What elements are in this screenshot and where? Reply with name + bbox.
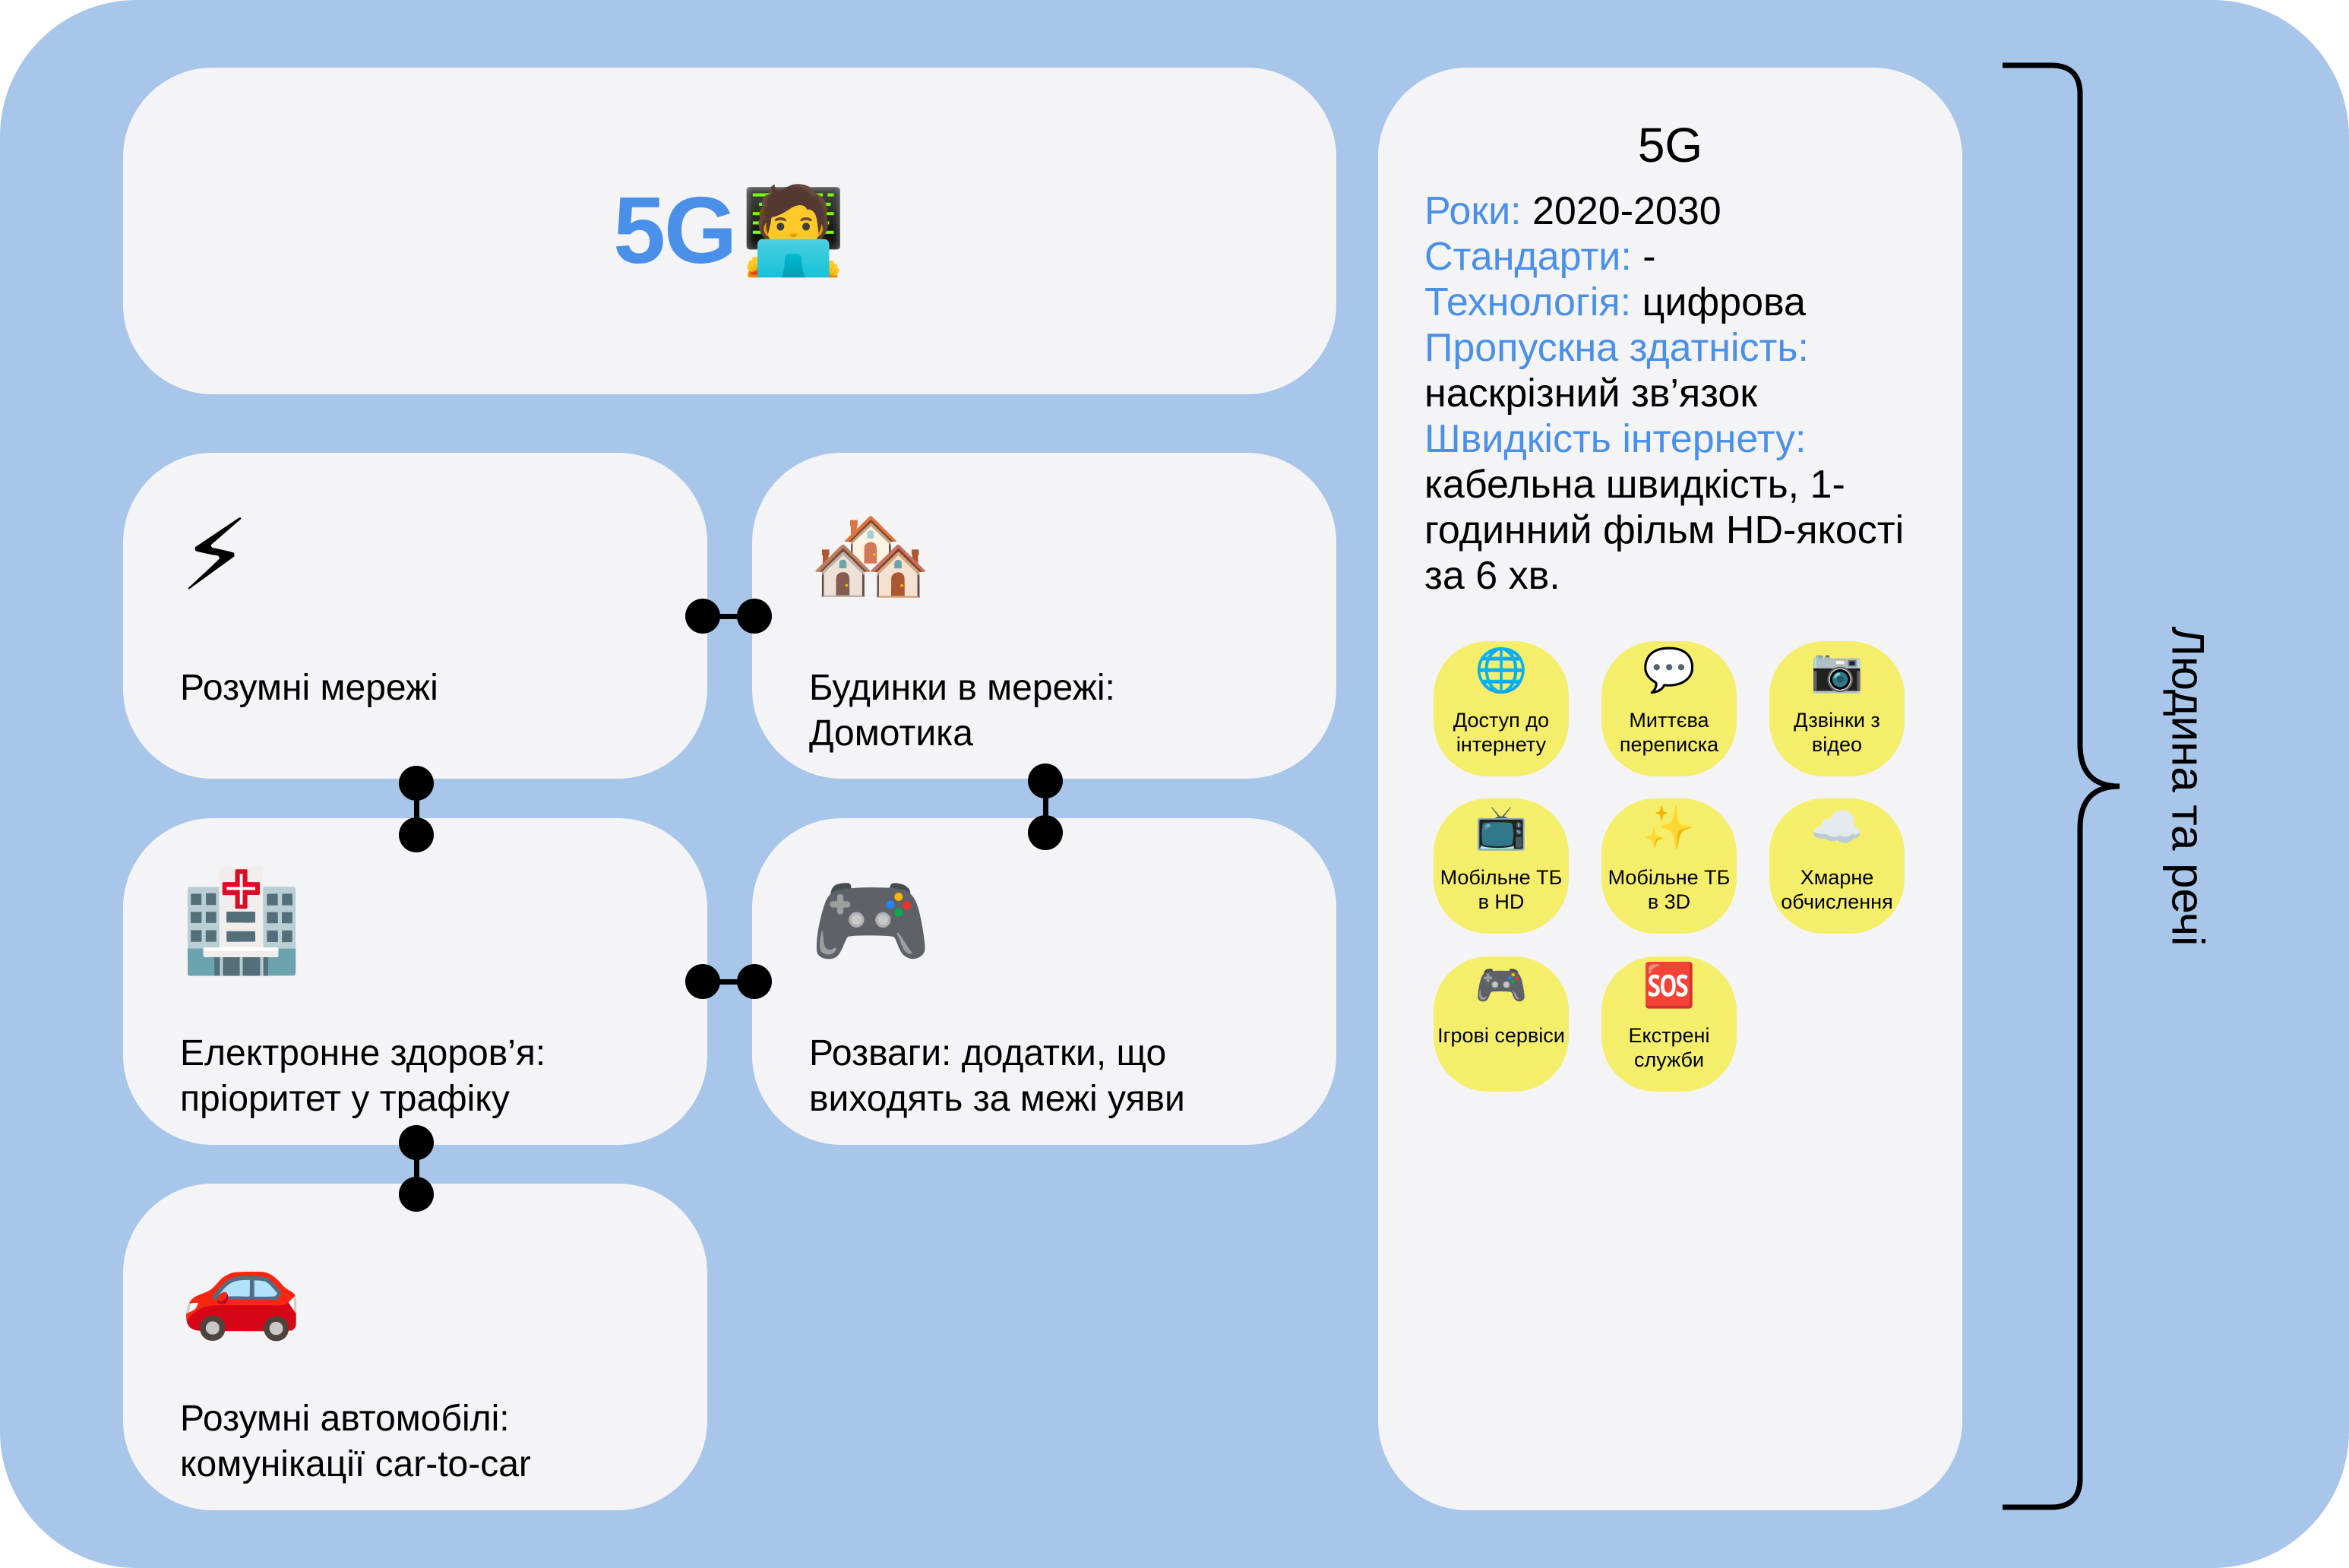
years-value: 2020-2030 bbox=[1521, 189, 1721, 233]
years-key: Роки: bbox=[1424, 189, 1522, 233]
service-tile: 🌐 Доступ до інтернету bbox=[1434, 641, 1569, 776]
feature-card-smart-homes: 🏘️ Будинки в мережі: Домотика bbox=[752, 453, 1336, 779]
service-label: Екстрені служби bbox=[1628, 1024, 1710, 1071]
service-tile: ✨ Мобільне ТБ в 3D bbox=[1601, 798, 1737, 934]
feature-card-entertainment: 🎮 Розваги: додатки, що виходять за межі … bbox=[752, 818, 1336, 1145]
service-label: Дзвінки з відео bbox=[1794, 709, 1880, 756]
standards-value: - bbox=[1631, 235, 1656, 279]
feature-label: Розумні автомобілі: комунікації car-to-c… bbox=[180, 1399, 531, 1484]
hospital-icon: 🏥 bbox=[180, 865, 303, 976]
service-tile: 🎮 Ігрові сервіси bbox=[1434, 956, 1569, 1092]
globe-icon: 🌐 bbox=[1475, 646, 1528, 694]
speed-value: кабельна швидкість, 1-годинний фільм HD-… bbox=[1424, 463, 1905, 598]
gamepad-icon: 🎮 bbox=[1475, 961, 1528, 1009]
panel-details: Роки: 2020-2030 Стандарти: - Технологія:… bbox=[1424, 188, 1949, 599]
tv-icon: 📺 bbox=[1475, 803, 1528, 851]
service-label: Хмарне обчислення bbox=[1781, 866, 1893, 913]
feature-label: Електронне здоров’я: пріоритет у трафіку bbox=[180, 1033, 546, 1119]
header-title: 5G bbox=[613, 179, 737, 283]
feature-card-ehealth: 🏥 Електронне здоров’я: пріоритет у трафі… bbox=[123, 818, 707, 1145]
feature-card-smart-grids: ⚡ Розумні мережі bbox=[123, 453, 707, 779]
standards-key: Стандарти: bbox=[1424, 235, 1632, 279]
service-label: Ігрові сервіси bbox=[1437, 1024, 1565, 1047]
curly-bracket bbox=[2003, 62, 2120, 1510]
technology-value: цифрова bbox=[1631, 280, 1806, 324]
camera-icon: 📷 bbox=[1810, 646, 1864, 694]
service-label: Миттєва переписка bbox=[1619, 709, 1719, 756]
service-label: Доступ до інтернету bbox=[1453, 709, 1550, 756]
service-tile: 📺 Мобільне ТБ в HD bbox=[1434, 798, 1569, 934]
technologist-icon: 🧑‍💻 bbox=[740, 182, 846, 278]
feature-label: Будинки в мережі: Домотика bbox=[809, 668, 1115, 754]
header-card: 5G 🧑‍💻 bbox=[123, 68, 1336, 394]
service-tile: ☁️ Хмарне обчислення bbox=[1769, 798, 1905, 934]
bandwidth-value: наскрізний зв’язок bbox=[1424, 371, 1758, 416]
service-tile: 🆘 Екстрені служби bbox=[1601, 956, 1737, 1092]
sos-icon: 🆘 bbox=[1642, 961, 1696, 1009]
feature-card-smart-cars: 🚗 Розумні автомобілі: комунікації car-to… bbox=[123, 1184, 707, 1510]
cloud-icon: ☁️ bbox=[1810, 803, 1864, 851]
service-label: Мобільне ТБ в 3D bbox=[1608, 866, 1731, 913]
side-label: Людина та речі bbox=[2162, 626, 2214, 947]
bandwidth-key: Пропускна здатність: bbox=[1424, 326, 1809, 370]
feature-label: Розваги: додатки, що виходять за межі уя… bbox=[809, 1033, 1185, 1119]
technology-key: Технологія: bbox=[1424, 280, 1632, 324]
houses-icon: 🏘️ bbox=[809, 500, 932, 611]
service-label: Мобільне ТБ в HD bbox=[1440, 866, 1563, 913]
speech-bubble-icon: 💬 bbox=[1642, 646, 1696, 694]
feature-label: Розумні мережі bbox=[180, 668, 438, 708]
speed-key: Швидкість інтернету: bbox=[1424, 417, 1807, 461]
panel-title: 5G bbox=[1637, 118, 1703, 172]
sparkles-icon: ✨ bbox=[1642, 803, 1696, 851]
lightning-icon: ⚡ bbox=[180, 500, 250, 611]
info-panel: 5G Роки: 2020-2030 Стандарти: - Технолог… bbox=[1378, 68, 1962, 1510]
service-tile: 💬 Миттєва переписка bbox=[1601, 641, 1737, 776]
service-tile: 📷 Дзвінки з відео bbox=[1769, 641, 1905, 776]
gamepad-icon: 🎮 bbox=[809, 865, 932, 976]
car-icon: 🚗 bbox=[180, 1231, 303, 1342]
